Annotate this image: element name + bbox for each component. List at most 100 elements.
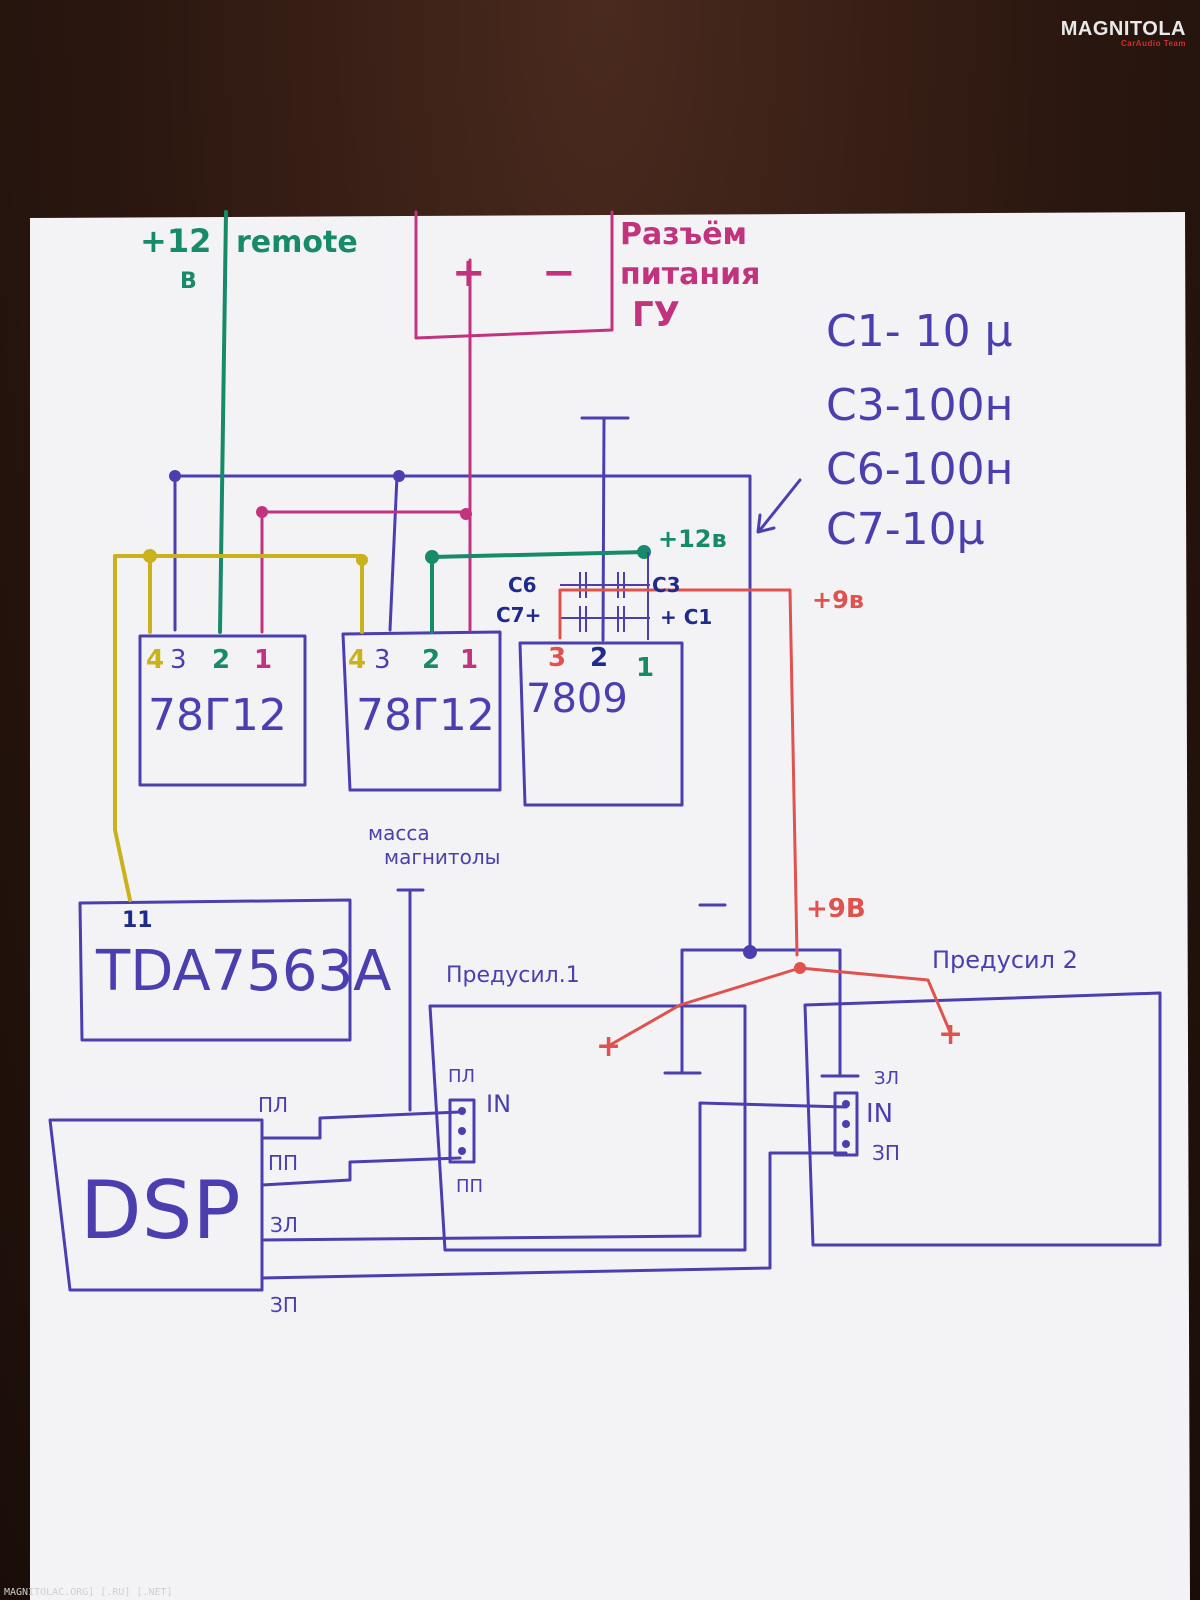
dsp-name: DSP (80, 1164, 241, 1257)
power-connector-outline (414, 210, 614, 340)
watermark-logo: MAGNITOLA CarAudio Team (1061, 18, 1186, 48)
regulator-pin: 1 (254, 645, 272, 675)
preamp2-plus-sign: + (938, 1017, 963, 1052)
preamp2-left-label: ЗЛ (874, 1068, 899, 1089)
junction-dot (794, 962, 806, 974)
ground-tree-preamps (680, 948, 842, 1078)
paper-sheet (30, 212, 1190, 1600)
junction-dot (356, 554, 368, 566)
connector-minus-sign: − (542, 250, 576, 296)
preamp1-left-label: ПЛ (448, 1066, 475, 1087)
capacitor-network (560, 552, 650, 640)
capacitor-note: C7-10μ (826, 504, 985, 555)
junction-dot (169, 470, 181, 482)
regulator-pin: 1 (460, 645, 478, 675)
watermark-footer: MAGNITOLAC.ORG] [.RU] [.NET] (4, 1587, 173, 1598)
dsp-output-label: ЗП (270, 1293, 298, 1317)
regulator-pin: 2 (212, 645, 230, 675)
connector-plus-sign: + (452, 250, 486, 296)
regulator-2-box (341, 630, 502, 792)
preamp-2: Предусил 2 ЗЛ IN ЗП + (866, 946, 1078, 1165)
dsp-box (48, 1118, 264, 1292)
logo-text: MAGNITOLA (1060, 18, 1186, 40)
preamp2-in-label: IN (866, 1099, 893, 1129)
wire-plus9 (558, 588, 799, 957)
ground-label-line1: масса (368, 821, 430, 845)
connector-pin (842, 1100, 850, 1108)
junction-dot (143, 549, 157, 563)
capacitor-note: C6-100н (826, 444, 1013, 495)
dsp-output-label: ПП (268, 1151, 298, 1175)
connector-pin (458, 1107, 466, 1115)
regulator-3-box (518, 641, 684, 807)
regulator-pin: 3 (548, 643, 566, 673)
logo-subtext: CarAudio Team (1120, 39, 1186, 48)
capacitor-notes: C1- 10 μ C3-100н C6-100н C7-10μ (826, 306, 1013, 555)
preamp-1: Предусил.1 ПЛ IN ПП + (446, 963, 621, 1197)
preamp2-box (803, 991, 1162, 1247)
tda-name: TDA7563A (95, 939, 391, 1004)
connector-label-line1: Разъём (620, 217, 747, 252)
connector-pin (842, 1120, 850, 1128)
power-connector-wiring (260, 210, 614, 634)
power-labels: +12 В remote Разъём питания ГУ + − +12в … (140, 217, 866, 924)
plus9v-label-top: +9в (812, 586, 864, 614)
regulator-1-box (138, 634, 307, 787)
regulator-pin: 2 (422, 645, 440, 675)
wire-dsp-pp (260, 1156, 462, 1187)
wire-standby (113, 554, 364, 902)
wire-remote (218, 210, 228, 634)
junction-dot (425, 550, 439, 564)
regulator-3: 3 2 1 7809 (526, 643, 654, 722)
pink-junctions (256, 506, 472, 520)
capacitor-labels: C6 C3 C7+ + C1 (496, 573, 712, 629)
c6-label: C6 (508, 573, 537, 597)
preamp1-box (428, 1004, 747, 1252)
regulator-pin: 4 (348, 645, 366, 675)
dsp-output-label: ЗЛ (270, 1213, 298, 1237)
regulator-pin: 2 (590, 643, 608, 673)
amplifier-tda: 11 TDA7563A (95, 908, 391, 1004)
capacitor-note: C3-100н (826, 380, 1013, 431)
plus9v-label-lower: +9В (806, 894, 866, 924)
c7-label: C7+ (496, 603, 541, 627)
yellow-junctions (143, 549, 368, 566)
junction-dot (743, 945, 757, 959)
regulator-name: 7809 (526, 676, 628, 722)
regulator-pin: 1 (636, 653, 654, 683)
tda-pin-label: 11 (122, 908, 153, 933)
c3-label: C3 (652, 573, 681, 597)
regulator-1: 4 3 2 1 78Г12 (146, 645, 287, 741)
preamp1-in-label: IN (486, 1090, 511, 1118)
regulator-pin: 3 (374, 645, 391, 675)
preamp2-right-label: ЗП (872, 1141, 900, 1165)
capacitor-note: C1- 10 μ (826, 306, 1013, 357)
ground-label-line2: магнитолы (384, 845, 500, 869)
preamp1-in-connector (448, 1098, 476, 1164)
junction-dot (393, 470, 405, 482)
regulator-name: 78Г12 (356, 690, 495, 741)
ground-wire-7809 (601, 416, 606, 642)
regulator-name: 78Г12 (148, 690, 287, 741)
dsp-unit: DSP ПЛ ПП ЗЛ ЗП (80, 1093, 298, 1317)
wire-dsp-pl (260, 1110, 462, 1140)
pointer-arrow (758, 478, 802, 532)
plus12v-unit-label: В (180, 269, 197, 294)
preamp1-right-label: ПП (456, 1176, 483, 1197)
preamp1-plus-sign: + (596, 1029, 621, 1064)
connector-pin (458, 1127, 466, 1135)
junction-dot (460, 508, 472, 520)
connector-label-line2: питания (620, 257, 760, 292)
dsp-output-label: ПЛ (258, 1093, 288, 1117)
junction-dot (256, 506, 268, 518)
regulator-pin: 3 (170, 645, 187, 675)
yellow-wiring (113, 554, 364, 902)
ground-rail (173, 474, 752, 952)
remote-label: remote (236, 225, 358, 260)
preamp1-title: Предусил.1 (446, 963, 580, 988)
ground-junctions (169, 470, 850, 1155)
regulator-pin: 4 (146, 645, 164, 675)
connector-label-line3: ГУ (632, 295, 680, 335)
wire-dsp-zp (260, 1151, 848, 1280)
